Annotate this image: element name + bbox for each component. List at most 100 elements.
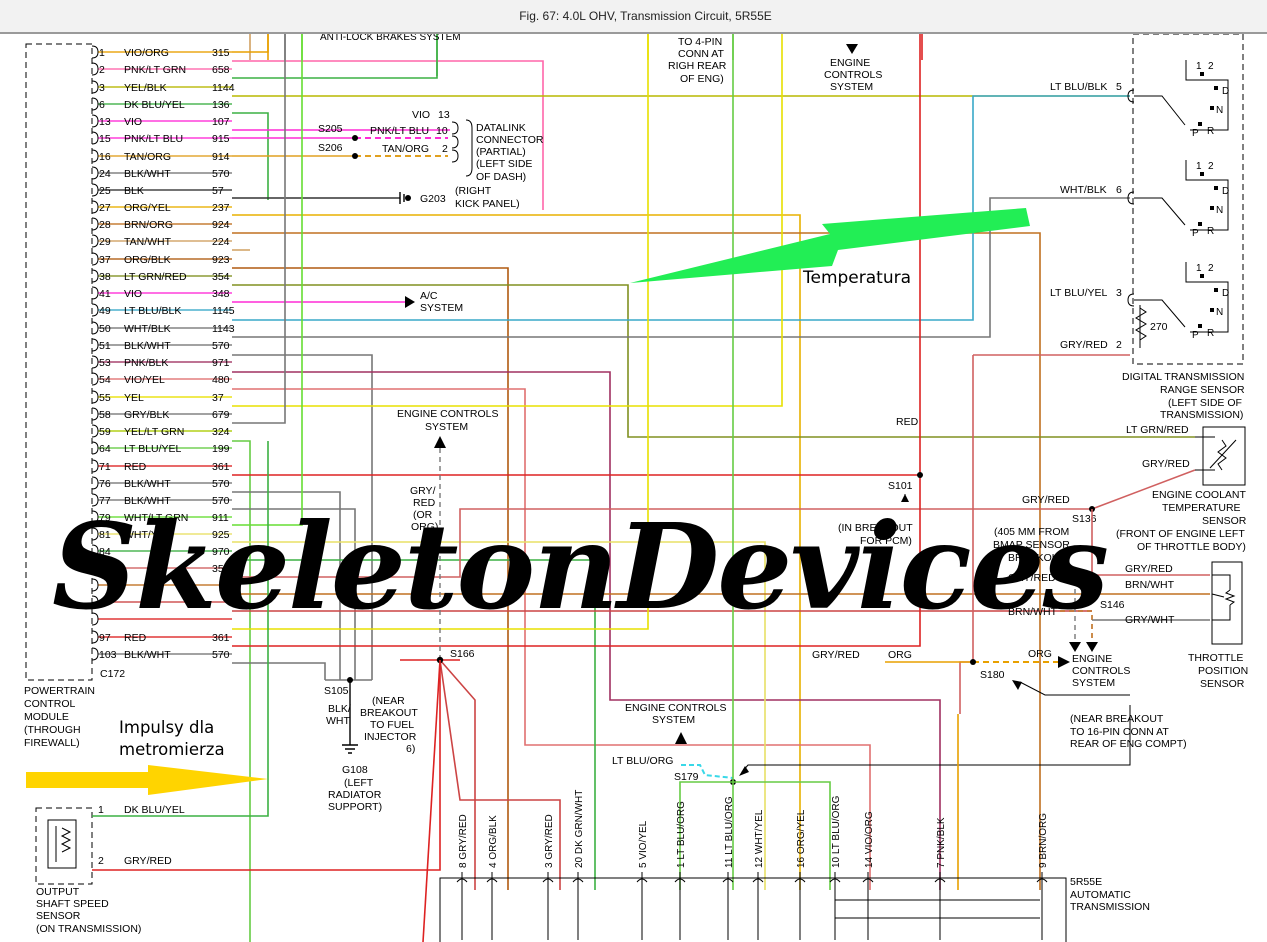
pcm-circuit-number: 915 <box>212 133 230 145</box>
svg-text:BMAP SENSOR: BMAP SENSOR <box>993 539 1070 551</box>
svg-text:(405 MM FROM: (405 MM FROM <box>994 526 1069 538</box>
svg-text:S101: S101 <box>888 480 913 492</box>
pcm-pin-terminal <box>91 544 99 558</box>
svg-text:RED: RED <box>896 416 919 428</box>
pcm-pin-terminal <box>91 630 99 644</box>
pcm-pin-number: 27 <box>99 202 111 214</box>
transmission-pin-label: 9 BRN/ORG <box>1038 813 1049 868</box>
pcm-pin-terminal <box>91 441 99 455</box>
range-position-label: N <box>1216 307 1223 318</box>
range-position-label: D <box>1222 186 1229 197</box>
svg-text:6): 6) <box>406 743 415 755</box>
transmission-pin-terminal <box>674 878 686 883</box>
datalink-label: CONNECTOR <box>476 134 544 146</box>
range-position-label: 1 <box>1196 263 1202 274</box>
svg-text:GRY/RED: GRY/RED <box>812 649 860 661</box>
pcm-pin-number: 24 <box>99 168 111 180</box>
pcm-wire-color: TAN/ORG <box>124 151 171 163</box>
transmission-pin-label: 8 GRY/RED <box>458 814 469 868</box>
transmission-pin: 20 DK GRN/WHT <box>572 790 585 940</box>
svg-text:BRN/WHT: BRN/WHT <box>1008 606 1058 618</box>
svg-text:BLK/: BLK/ <box>328 703 351 715</box>
svg-text:GRY/RED: GRY/RED <box>1022 494 1070 506</box>
kick-panel-label: (RIGHT <box>455 185 492 197</box>
pcm-pin-number: 71 <box>99 461 111 473</box>
s166-splice: S166 (NEAR BREAKOUT TO FUEL INJECTOR 6) <box>360 648 561 942</box>
oss-label: (ON TRANSMISSION) <box>36 923 141 935</box>
transmission-pin: 10 LT BLU/ORG <box>829 795 842 940</box>
pcm-pin-row <box>91 578 232 592</box>
pcm-pin-terminal <box>91 45 99 59</box>
pcm-pin-number: 28 <box>99 219 111 231</box>
transmission-pin-label: 1 LT BLU/ORG <box>676 801 687 868</box>
pcm-pin-number: 64 <box>99 443 111 455</box>
range-label: DIGITAL TRANSMISSION <box>1122 371 1244 383</box>
pcm-pin-row <box>91 612 232 626</box>
pcm-pin-number: 54 <box>99 374 111 386</box>
range-position-label: P <box>1192 228 1199 239</box>
transmission-pin-terminal <box>752 878 764 883</box>
pcm-label-line: FIREWALL) <box>24 737 80 749</box>
output-shaft-speed-sensor: 1 DK BLU/YEL 2 GRY/RED OUTPUT SHAFT SPEE… <box>35 441 441 935</box>
pcm-pin-terminal <box>91 303 99 317</box>
pcm-pin-number: 79 <box>99 512 111 524</box>
splice-label: S206 <box>318 142 343 154</box>
temperature-arrow <box>630 208 1030 283</box>
pcm-wire-color: BLK/WHT <box>124 649 171 661</box>
pcm-pin-number: 29 <box>99 236 111 248</box>
ect-sensor: LT GRN/RED GRY/RED ENGINE COOLANT TEMPER… <box>1116 424 1247 553</box>
transmission-pin-label: 10 LT BLU/ORG <box>831 795 842 868</box>
range-position-label: D <box>1222 288 1229 299</box>
pcm-circuit-number: 361 <box>212 461 230 473</box>
range-position-label: 2 <box>1208 61 1214 72</box>
range-position-label: 2 <box>1208 161 1214 172</box>
range-position-label: 1 <box>1196 61 1202 72</box>
s101-splice: RED S101 (IN BREAKOUT FOR PCM) <box>838 416 923 547</box>
svg-text:ORG: ORG <box>888 649 912 661</box>
transmission-pin-terminal <box>829 878 841 883</box>
svg-text:(LEFT: (LEFT <box>344 777 374 789</box>
pcm-circuit-number: 570 <box>212 649 230 661</box>
oss-label: OUTPUT <box>36 886 80 898</box>
ac-system-callout: A/C SYSTEM <box>405 290 463 314</box>
pcm-pin-terminal <box>91 62 99 76</box>
range-position-label: N <box>1216 205 1223 216</box>
pcm-pin-terminal <box>91 183 99 197</box>
pcm-label-line: (THROUGH <box>24 724 81 736</box>
temperature-annotation: Temperatura <box>803 268 912 288</box>
pcm-wire-color: ORG/YEL <box>124 202 171 214</box>
svg-text:S179: S179 <box>674 771 699 783</box>
pcm-wire-color: WHT/YEL <box>124 529 171 541</box>
transmission-pin-label: 20 DK GRN/WHT <box>574 790 585 868</box>
svg-text:OF ENG): OF ENG) <box>680 73 724 85</box>
svg-text:S180: S180 <box>980 669 1005 681</box>
pcm-pin-terminal <box>91 390 99 404</box>
pcm-wire-color: BLK/WHT <box>124 478 171 490</box>
transmission-pin: 5 VIO/YEL <box>636 820 649 940</box>
pcm-circuit-number: 224 <box>212 236 230 248</box>
oss-label: SHAFT SPEED <box>36 898 109 910</box>
svg-text:RIGH REAR: RIGH REAR <box>668 60 727 72</box>
svg-text:BREAKOUT): BREAKOUT) <box>1008 552 1069 564</box>
figure-title: Fig. 67: 4.0L OHV, Transmission Circuit,… <box>519 9 772 23</box>
range-contact <box>1198 122 1202 126</box>
pcm-pin-terminal <box>91 80 99 94</box>
pcm-pin-number: 49 <box>99 305 111 317</box>
range-position-label: 1 <box>1196 161 1202 172</box>
g203-label: G203 <box>420 193 446 205</box>
ac-label: SYSTEM <box>420 302 463 314</box>
svg-text:SYSTEM: SYSTEM <box>652 714 695 726</box>
pcm-pin-terminal <box>91 321 99 335</box>
range-position-label: D <box>1222 86 1229 97</box>
